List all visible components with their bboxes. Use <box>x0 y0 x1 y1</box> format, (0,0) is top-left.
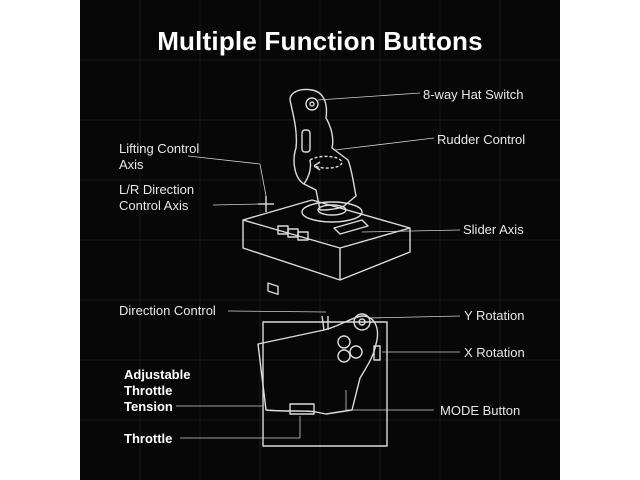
label-lr-axis-1: L/R Direction <box>119 182 195 197</box>
product-panel: Multiple Function Buttons 8-way Hat Swit… <box>80 0 560 480</box>
throttle-top-view <box>257 313 388 447</box>
y-rotation-knob <box>353 313 371 331</box>
joystick-illustrations <box>176 88 461 447</box>
stick-grip <box>289 88 357 211</box>
base-buttons <box>267 225 309 296</box>
label-y-rotation: Y Rotation <box>464 308 525 323</box>
label-mode-button: MODE Button <box>440 403 521 418</box>
tension-dial <box>289 403 315 415</box>
joystick-base <box>242 199 411 281</box>
background-grid <box>80 0 560 480</box>
label-rudder-control: Rudder Control <box>437 132 526 147</box>
move-cross-icon <box>258 196 274 212</box>
label-lr-axis-2: Control Axis <box>119 198 189 213</box>
x-rotation-buttons <box>337 335 363 363</box>
label-slider-axis: Slider Axis <box>463 222 524 237</box>
label-x-rotation: X Rotation <box>464 345 525 360</box>
label-lifting-axis-1: Lifting Control <box>119 141 200 156</box>
throttle-grip <box>257 315 379 415</box>
leader-lines-top <box>187 92 461 233</box>
leader-lines-bottom <box>176 310 461 439</box>
x-rotation-wheel <box>373 345 381 361</box>
slider <box>333 219 369 235</box>
label-throttle: Throttle <box>124 431 173 446</box>
throttle-base-plate <box>262 321 388 447</box>
label-tension-2: Throttle <box>124 383 173 398</box>
rotation-arrow <box>309 155 343 169</box>
label-tension-3: Tension <box>124 399 173 414</box>
label-lifting-axis-2: Axis <box>119 157 144 172</box>
page-title: Multiple Function Buttons <box>157 26 483 56</box>
label-direction-control: Direction Control <box>119 303 216 318</box>
label-hat-switch: 8-way Hat Switch <box>423 87 524 102</box>
gimbal-ring <box>301 201 363 223</box>
label-tension-1: Adjustable <box>124 367 191 382</box>
joystick-front-view <box>242 88 411 296</box>
direction-control-stick <box>321 315 329 331</box>
hat-switch <box>305 97 319 111</box>
